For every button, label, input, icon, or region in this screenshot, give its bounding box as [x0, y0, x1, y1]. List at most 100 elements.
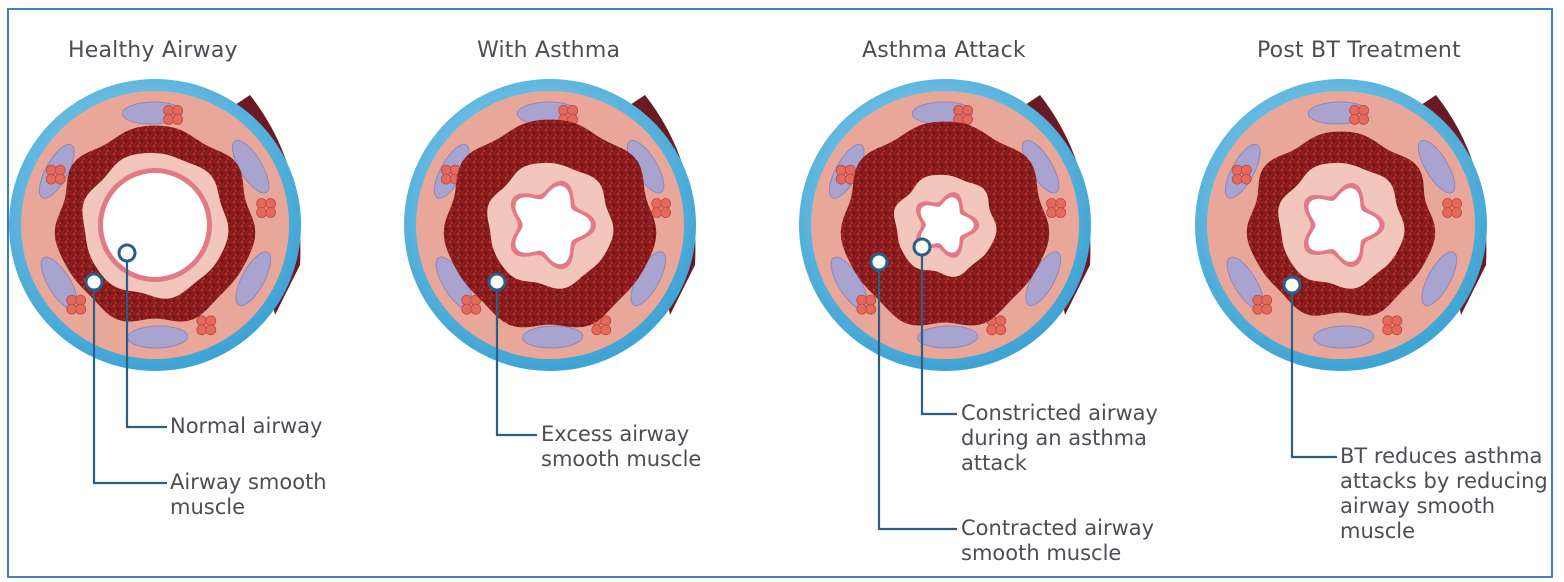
airway-lumen [103, 173, 207, 277]
blood-cell [652, 199, 662, 209]
panel-title: Asthma Attack [862, 38, 1026, 63]
blood-cell [963, 114, 973, 124]
panel-title: With Asthma [477, 38, 620, 63]
callout-line: Contracted airway [961, 516, 1154, 541]
blood-cell [173, 114, 183, 124]
callout-marker [86, 274, 102, 290]
blood-cell [996, 325, 1006, 335]
blood-cell [1392, 325, 1402, 335]
callout-marker [119, 245, 135, 261]
blood-cell [1383, 325, 1393, 335]
callout-line: Normal airway [170, 414, 322, 439]
blood-cell [257, 208, 267, 218]
blood-cell [1443, 199, 1453, 209]
blood-cell [1241, 174, 1251, 184]
blood-cell [76, 295, 86, 305]
blood-cell [1350, 114, 1360, 124]
blood-cell [441, 165, 451, 175]
blood-cell [46, 165, 56, 175]
blood-cell [1047, 199, 1057, 209]
blood-cell [266, 199, 276, 209]
blood-cell [987, 325, 997, 335]
blood-cell [836, 165, 846, 175]
callout-label: Normal airway [170, 414, 322, 439]
blood-cell [568, 105, 578, 115]
blood-cell [164, 105, 174, 115]
blood-cell [836, 174, 846, 184]
callout-marker [871, 254, 887, 270]
airway-cross-section [799, 79, 1091, 371]
blood-cell [46, 174, 56, 184]
blood-cell [1253, 304, 1263, 314]
blood-cell [1452, 208, 1462, 218]
callout-line: muscle [170, 495, 327, 520]
blood-cell [652, 208, 662, 218]
blood-cell [1383, 316, 1393, 326]
blood-cell [1350, 105, 1360, 115]
blood-cell [845, 165, 855, 175]
blood-cell [1443, 208, 1453, 218]
airway-cross-section [1195, 79, 1487, 371]
callout-line: smooth muscle [541, 447, 701, 472]
blood-cell [866, 295, 876, 305]
blood-cell [592, 325, 602, 335]
blood-cell [197, 316, 207, 326]
callout-line: smooth muscle [961, 541, 1154, 566]
callout-line: attack [961, 451, 1158, 476]
callout-line: during an asthma [961, 426, 1158, 451]
callout-marker [1284, 277, 1300, 293]
blood-cell [963, 105, 973, 115]
callout-line: Constricted airway [961, 401, 1158, 426]
callout-label: Airway smoothmuscle [170, 470, 327, 520]
blood-cell [55, 165, 65, 175]
blood-cell [164, 114, 174, 124]
blood-cell [1262, 295, 1272, 305]
blood-cell [857, 295, 867, 305]
blood-cell [257, 199, 267, 209]
blood-cell [661, 199, 671, 209]
blood-cell [996, 316, 1006, 326]
blood-cell [76, 304, 86, 314]
blood-cell [866, 304, 876, 314]
blood-cell [471, 304, 481, 314]
blood-cell [601, 325, 611, 335]
blood-cell [67, 295, 77, 305]
callout-label: BT reduces asthmaattacks by reducingairw… [1340, 444, 1548, 544]
blood-cell [1056, 199, 1066, 209]
blood-cell [1359, 114, 1369, 124]
blood-cell [55, 174, 65, 184]
blood-cell [206, 325, 216, 335]
callout-label: Contracted airwaysmooth muscle [961, 516, 1154, 566]
blood-cell [1232, 174, 1242, 184]
blood-cell [661, 208, 671, 218]
blood-cell [1241, 165, 1251, 175]
blood-cell [601, 316, 611, 326]
callout-label: Excess airwaysmooth muscle [541, 422, 701, 472]
blood-cell [857, 304, 867, 314]
callout-line: Excess airway [541, 422, 701, 447]
blood-cell [197, 325, 207, 335]
blood-cell [462, 304, 472, 314]
blood-cell [462, 295, 472, 305]
blood-cell [1262, 304, 1272, 314]
blood-cell [1253, 295, 1263, 305]
airway-cross-section [404, 79, 696, 371]
callout-line: Airway smooth [170, 470, 327, 495]
callout-marker [914, 239, 930, 255]
blood-cell [173, 105, 183, 115]
callout-line: attacks by reducing [1340, 469, 1548, 494]
panel-title: Post BT Treatment [1257, 38, 1461, 63]
blood-cell [1452, 199, 1462, 209]
panel-title: Healthy Airway [68, 38, 238, 63]
blood-cell [1392, 316, 1402, 326]
callout-line: muscle [1340, 519, 1548, 544]
blood-cell [206, 316, 216, 326]
callout-label: Constricted airwayduring an asthmaattack [961, 401, 1158, 476]
blood-cell [1359, 105, 1369, 115]
blood-cell [67, 304, 77, 314]
blood-cell [266, 208, 276, 218]
blood-cell [1047, 208, 1057, 218]
callout-line: airway smooth [1340, 494, 1548, 519]
blood-cell [441, 174, 451, 184]
blood-cell [1056, 208, 1066, 218]
